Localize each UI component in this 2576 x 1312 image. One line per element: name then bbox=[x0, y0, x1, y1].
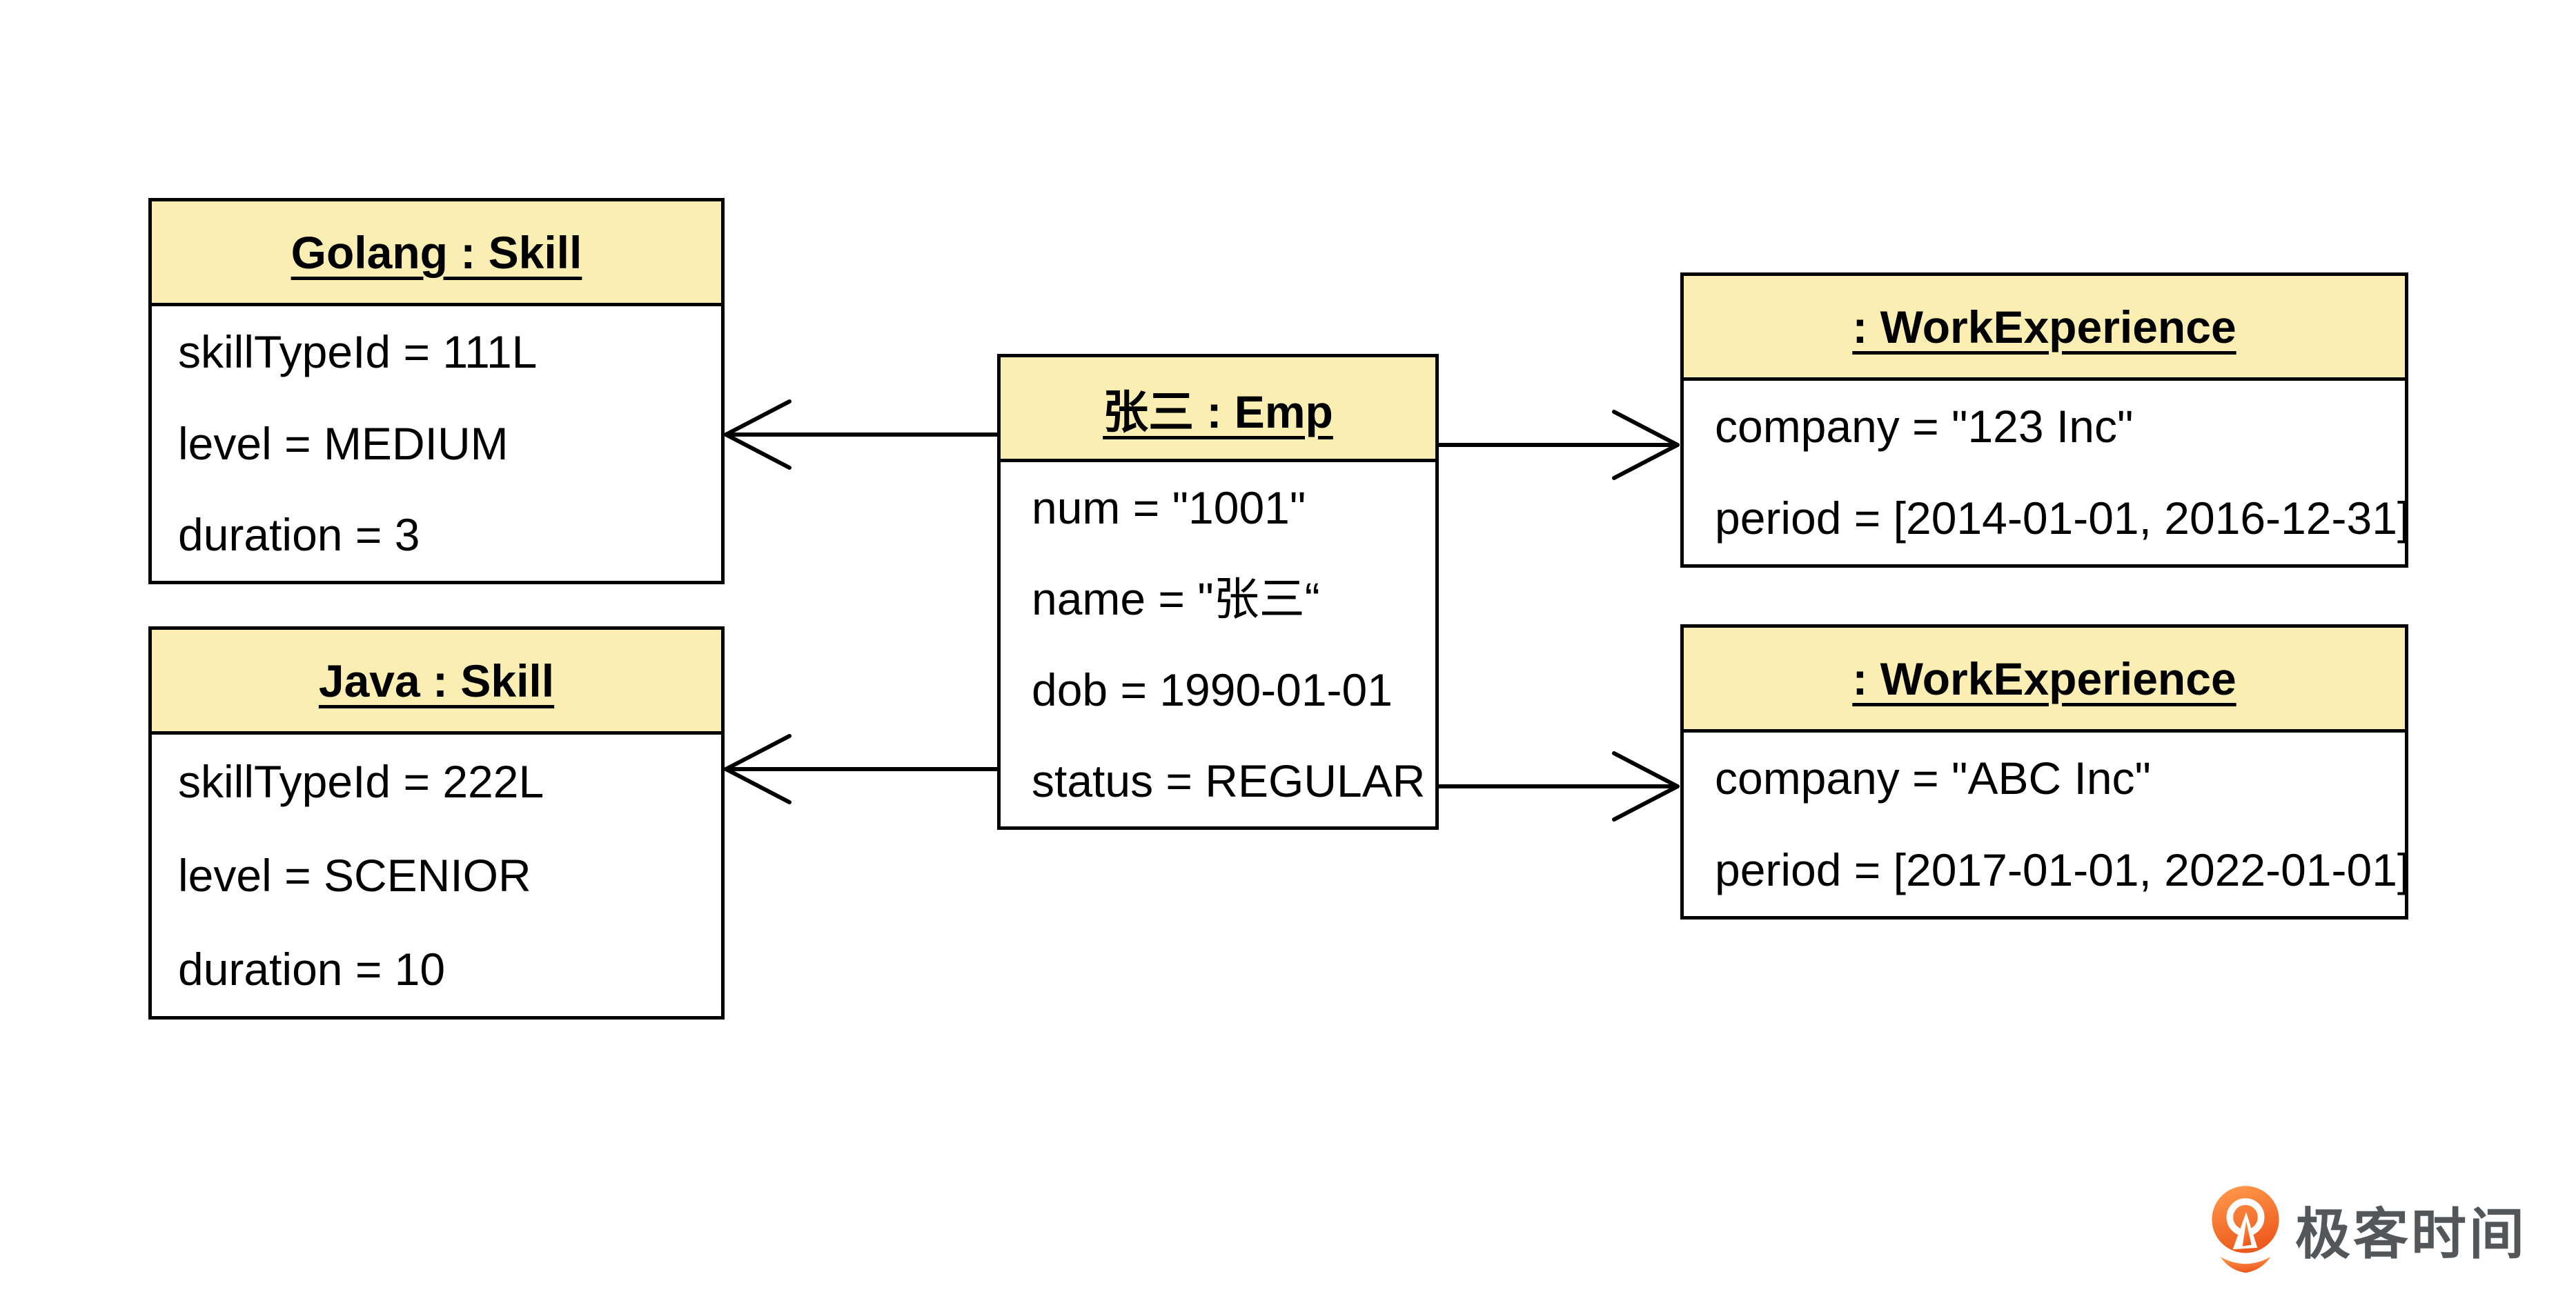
attribute-row: company = "123 Inc" bbox=[1715, 401, 2134, 453]
object-box-work-experience-1: : WorkExperience company = "123 Inc" per… bbox=[1680, 272, 2408, 568]
object-title-work-experience-2: : WorkExperience bbox=[1852, 653, 2236, 704]
geektime-icon bbox=[2208, 1185, 2283, 1275]
object-body-work-experience-1: company = "123 Inc" period = [2014-01-01… bbox=[1684, 381, 2405, 564]
object-box-emp: 张三 : Emp num = "1001" name = "张三“ dob = … bbox=[997, 354, 1439, 830]
arrow-emp-to-work-experience-1 bbox=[1435, 410, 1680, 480]
object-title-java-skill: Java : Skill bbox=[318, 655, 555, 706]
attribute-row: num = "1001" bbox=[1032, 481, 1306, 533]
object-header-work-experience-2: : WorkExperience bbox=[1684, 628, 2405, 733]
geektime-logo: 极客时间 bbox=[2208, 1185, 2527, 1275]
arrow-emp-to-java-skill bbox=[724, 734, 1003, 804]
object-body-emp: num = "1001" name = "张三“ dob = 1990-01-0… bbox=[1001, 462, 1435, 826]
attribute-row: company = "ABC Inc" bbox=[1715, 753, 2151, 804]
object-title-work-experience-1: : WorkExperience bbox=[1852, 301, 2236, 352]
attribute-row: name = "张三“ bbox=[1032, 573, 1320, 624]
object-header-emp: 张三 : Emp bbox=[1001, 357, 1435, 462]
object-body-golang-skill: skillTypeId = 111L level = MEDIUM durati… bbox=[152, 306, 721, 581]
attribute-row: level = SCENIOR bbox=[178, 849, 531, 901]
geektime-logo-text: 极客时间 bbox=[2295, 1204, 2527, 1265]
object-title-golang-skill: Golang : Skill bbox=[291, 226, 582, 278]
object-box-golang-skill: Golang : Skill skillTypeId = 111L level … bbox=[148, 198, 725, 584]
object-header-golang-skill: Golang : Skill bbox=[152, 201, 721, 306]
attribute-row: period = [2014-01-01, 2016-12-31] bbox=[1715, 493, 2405, 544]
object-title-emp: 张三 : Emp bbox=[1103, 386, 1333, 437]
arrow-emp-to-golang-skill bbox=[724, 399, 1003, 470]
attribute-row: dob = 1990-01-01 bbox=[1032, 664, 1393, 715]
attribute-row: duration = 3 bbox=[178, 509, 420, 561]
object-body-work-experience-2: company = "ABC Inc" period = [2017-01-01… bbox=[1684, 733, 2405, 916]
object-box-work-experience-2: : WorkExperience company = "ABC Inc" per… bbox=[1680, 624, 2408, 920]
attribute-row: duration = 10 bbox=[178, 943, 446, 995]
object-body-java-skill: skillTypeId = 222L level = SCENIOR durat… bbox=[152, 735, 721, 1016]
attribute-row: status = REGULAR bbox=[1032, 755, 1426, 806]
attribute-row: skillTypeId = 222L bbox=[178, 755, 544, 807]
object-box-java-skill: Java : Skill skillTypeId = 222L level = … bbox=[148, 626, 725, 1020]
arrow-emp-to-work-experience-2 bbox=[1435, 751, 1680, 822]
object-header-work-experience-1: : WorkExperience bbox=[1684, 276, 2405, 381]
attribute-row: period = [2017-01-01, 2022-01-01] bbox=[1715, 844, 2405, 896]
object-header-java-skill: Java : Skill bbox=[152, 630, 721, 735]
attribute-row: level = MEDIUM bbox=[178, 417, 509, 469]
attribute-row: skillTypeId = 111L bbox=[178, 326, 538, 378]
